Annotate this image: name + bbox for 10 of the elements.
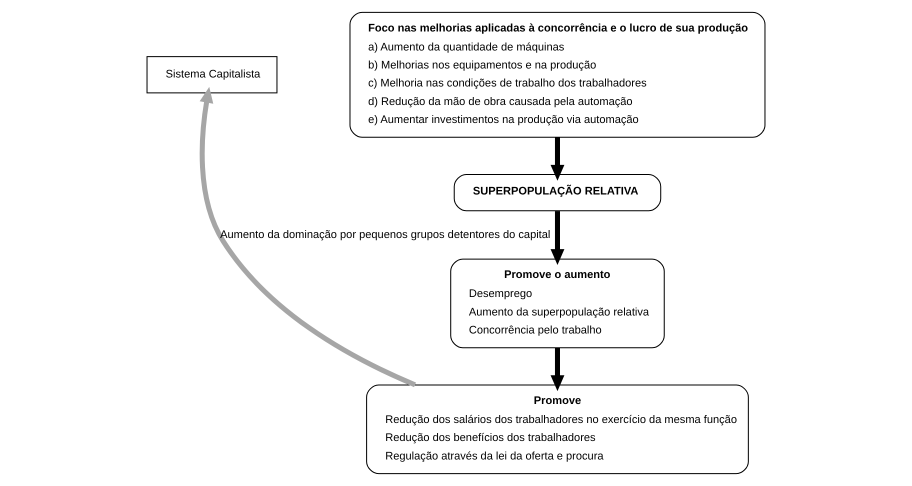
node-box: Foco nas melhorias aplicadas à concorrência e o lucro de sua produção a) Aumento da quantidade de máquinas b) Melhorias nos equipamentos e na produção c) Melhoria nas condições de trabalho dos trabalhadores d) Redução da mão de obra causada pela automação e) Aumentar investimentos na produção via automação	[349, 12, 766, 138]
node-box: Sistema Capitalista	[146, 56, 278, 94]
edge-label: Aumento da dominação por pequenos grupos detentores do capital	[220, 228, 550, 241]
arrow	[550, 211, 564, 265]
node-box: Promove Redução dos salários dos trabalhadores no exercício da mesma função Redução dos benefícios dos trabalhadores Regulação através da lei da oferta e procura	[366, 384, 749, 474]
arrow	[550, 137, 564, 181]
arrow	[200, 86, 416, 388]
arrow	[550, 348, 564, 392]
node-box: SUPERPOPULAÇÃO RELATIVA	[454, 174, 662, 212]
node-box: Promove o aumento Desemprego Aumento da superpopulação relativa Concorrência pelo trabalho	[450, 258, 665, 348]
